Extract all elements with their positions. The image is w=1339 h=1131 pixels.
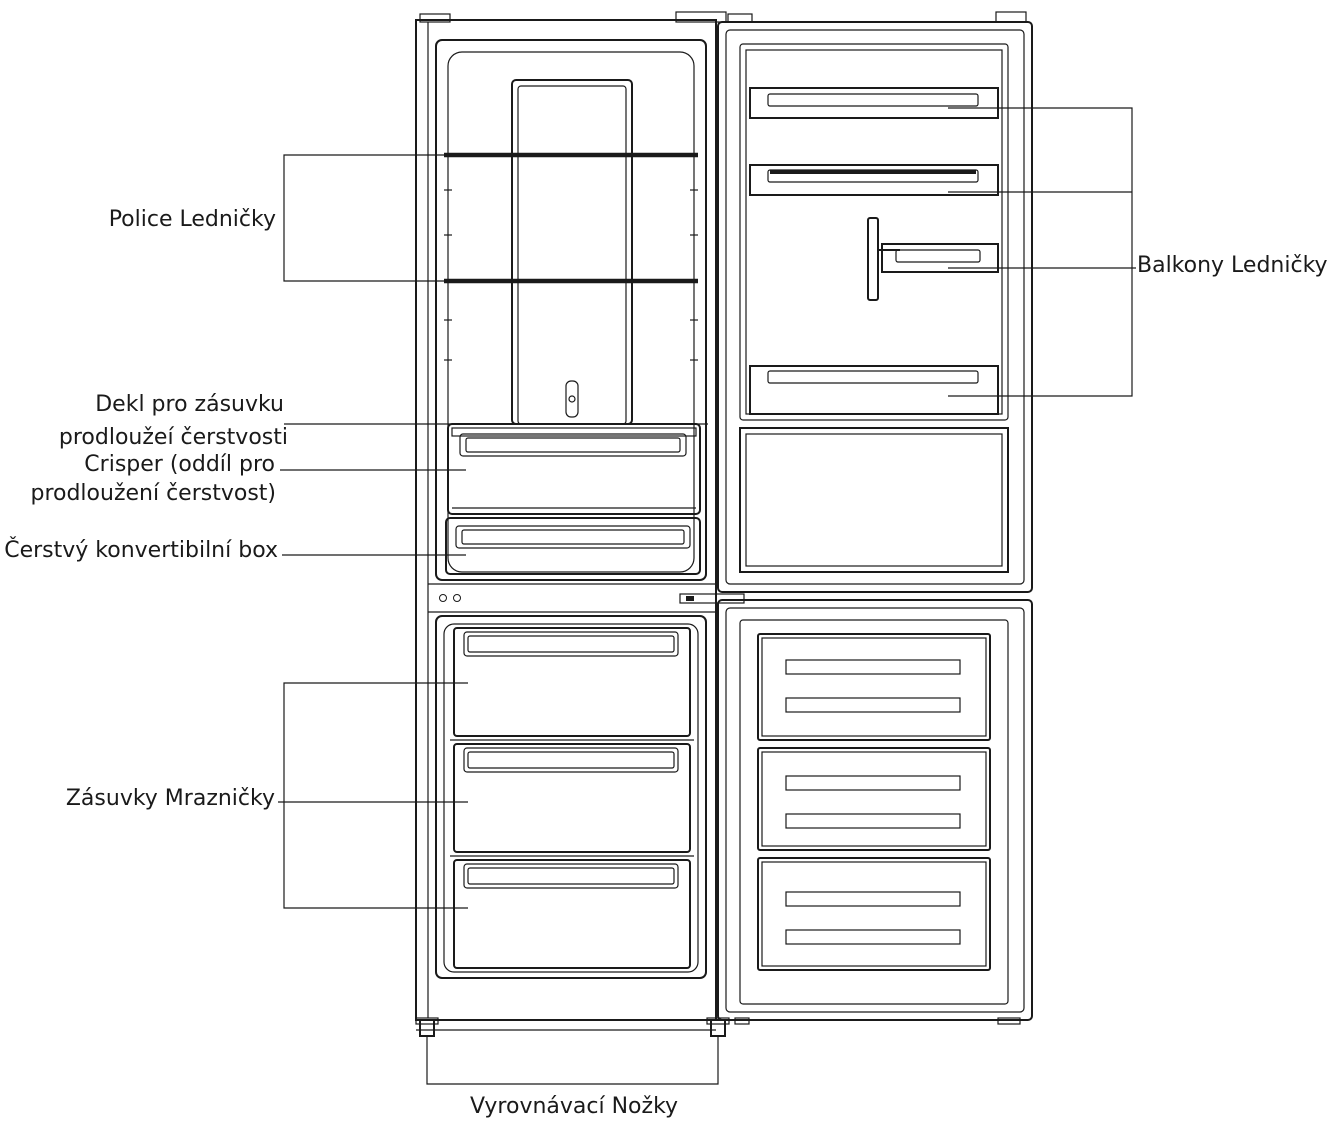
freezer-drawer: [453, 627, 691, 737]
fridge-cabinet: [415, 11, 727, 1031]
door-balcony: [749, 164, 999, 196]
fridge-shelves: [444, 152, 698, 284]
door-balcony: [749, 87, 999, 119]
convertible-box: [445, 517, 701, 575]
label-balkony: Balkony Ledničky: [1137, 253, 1328, 278]
freezer-drawer: [453, 859, 691, 969]
label-dekl-2: prodloužeí čerstvosti: [59, 425, 288, 450]
label-dekl-1: Dekl pro zásuvku: [95, 392, 284, 417]
label-zasuvky: Zásuvky Mrazničky: [66, 786, 275, 811]
door-balcony: [749, 365, 999, 415]
control-strip: [428, 583, 745, 613]
freezer-door: [717, 599, 1033, 1021]
fridge-door: [717, 11, 1033, 593]
label-box: Čerstvý konvertibilní box: [4, 537, 278, 563]
freezer-drawers: [435, 615, 707, 979]
door-balconies: [749, 87, 999, 415]
label-nozky: Vyrovnávací Nožky: [470, 1094, 678, 1119]
label-police: Police Ledničky: [109, 207, 276, 232]
door-balcony: [881, 243, 999, 273]
crisper-drawer: [447, 423, 701, 515]
callout-lines: [278, 107, 1136, 1085]
freezer-drawer: [453, 743, 691, 853]
label-crisper-2: prodloužení čerstvost): [30, 481, 276, 506]
label-crisper-1: Crisper (oddíl pro: [84, 452, 275, 477]
